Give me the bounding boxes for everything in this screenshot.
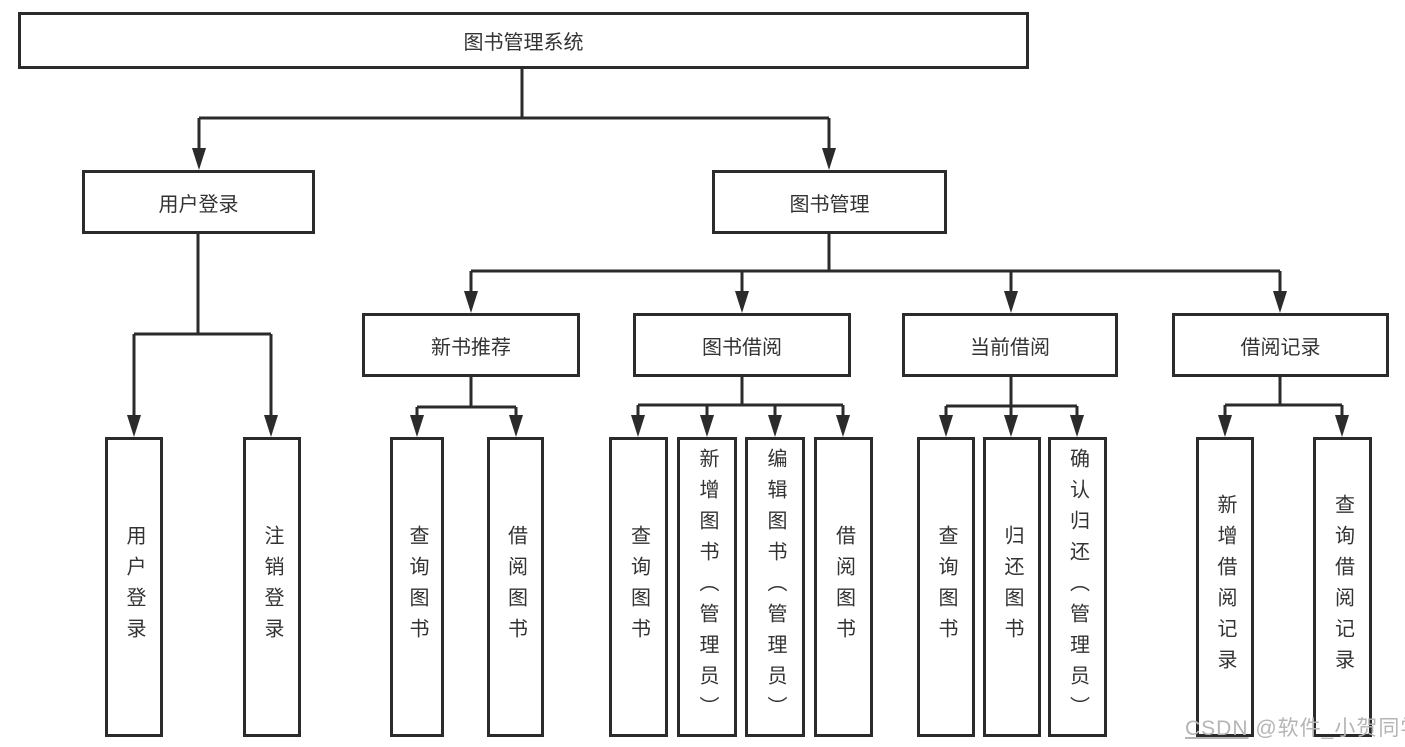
leaf-borrow-books-borrowing: 借阅图书 [814,437,873,737]
leaf-confirm-return-admin: 确认归还（管理员） [1048,437,1107,737]
leaf-add-book-admin: 新增图书（管理员） [677,437,737,737]
node-user-login: 用户登录 [82,170,315,234]
arrowheads [127,148,1349,437]
leaf-query-borrow-record: 查询借阅记录 [1313,437,1372,737]
leaf-logout: 注销登录 [243,437,301,737]
watermark-handle: @软件_小贺同学 [1255,717,1405,740]
leaf-user-login: 用户登录 [105,437,163,737]
leaf-edit-book-admin: 编辑图书（管理员） [745,437,805,737]
node-borrowing-records: 借阅记录 [1172,313,1389,377]
node-library-system: 图书管理系统 [18,12,1029,69]
leaf-query-books-current: 查询图书 [917,437,975,737]
leaf-borrow-books-recommend: 借阅图书 [487,437,544,737]
leaf-return-books: 归还图书 [983,437,1041,737]
leaf-add-borrow-record: 新增借阅记录 [1196,437,1254,737]
node-book-borrowing: 图书借阅 [633,313,851,377]
leaf-query-books-borrowing: 查询图书 [609,437,668,737]
leaf-query-books-recommend: 查询图书 [390,437,444,737]
watermark: CSDN @软件_小贺同学 [1185,712,1405,742]
node-current-borrowing: 当前借阅 [902,313,1118,377]
node-book-management: 图书管理 [712,170,947,234]
watermark-prefix: CSDN [1185,717,1249,740]
node-new-book-recommend: 新书推荐 [362,313,580,377]
